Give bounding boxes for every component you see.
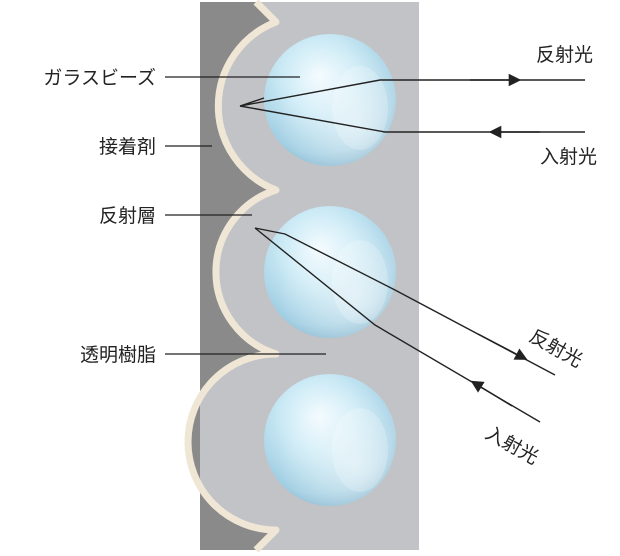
adhesive-label: 接着剤 — [99, 136, 156, 158]
incident-light-bottom-label: 入射光 — [482, 422, 543, 469]
glass-beads-label: ガラスビーズ — [43, 67, 156, 89]
reflective-layer — [184, 0, 280, 553]
glass-bead-2 — [264, 206, 396, 338]
bottom-incident-arrow — [470, 380, 513, 407]
adhesive-layer — [188, 2, 276, 550]
bottom-reflected-ray — [254, 227, 556, 376]
reflected-light-top-label: 反射光 — [536, 44, 593, 66]
glass-bead-1 — [264, 34, 396, 166]
glass-bead-3 — [264, 374, 396, 506]
top-light-paths — [239, 73, 585, 139]
label-leaders — [165, 76, 326, 355]
bottom-reflected-arrow — [477, 333, 528, 360]
reflective-layer-label: 反射層 — [99, 205, 156, 227]
transparent-resin-label: 透明樹脂 — [80, 344, 156, 366]
incident-light-top-label: 入射光 — [540, 146, 597, 168]
bottom-light-paths — [254, 227, 556, 423]
